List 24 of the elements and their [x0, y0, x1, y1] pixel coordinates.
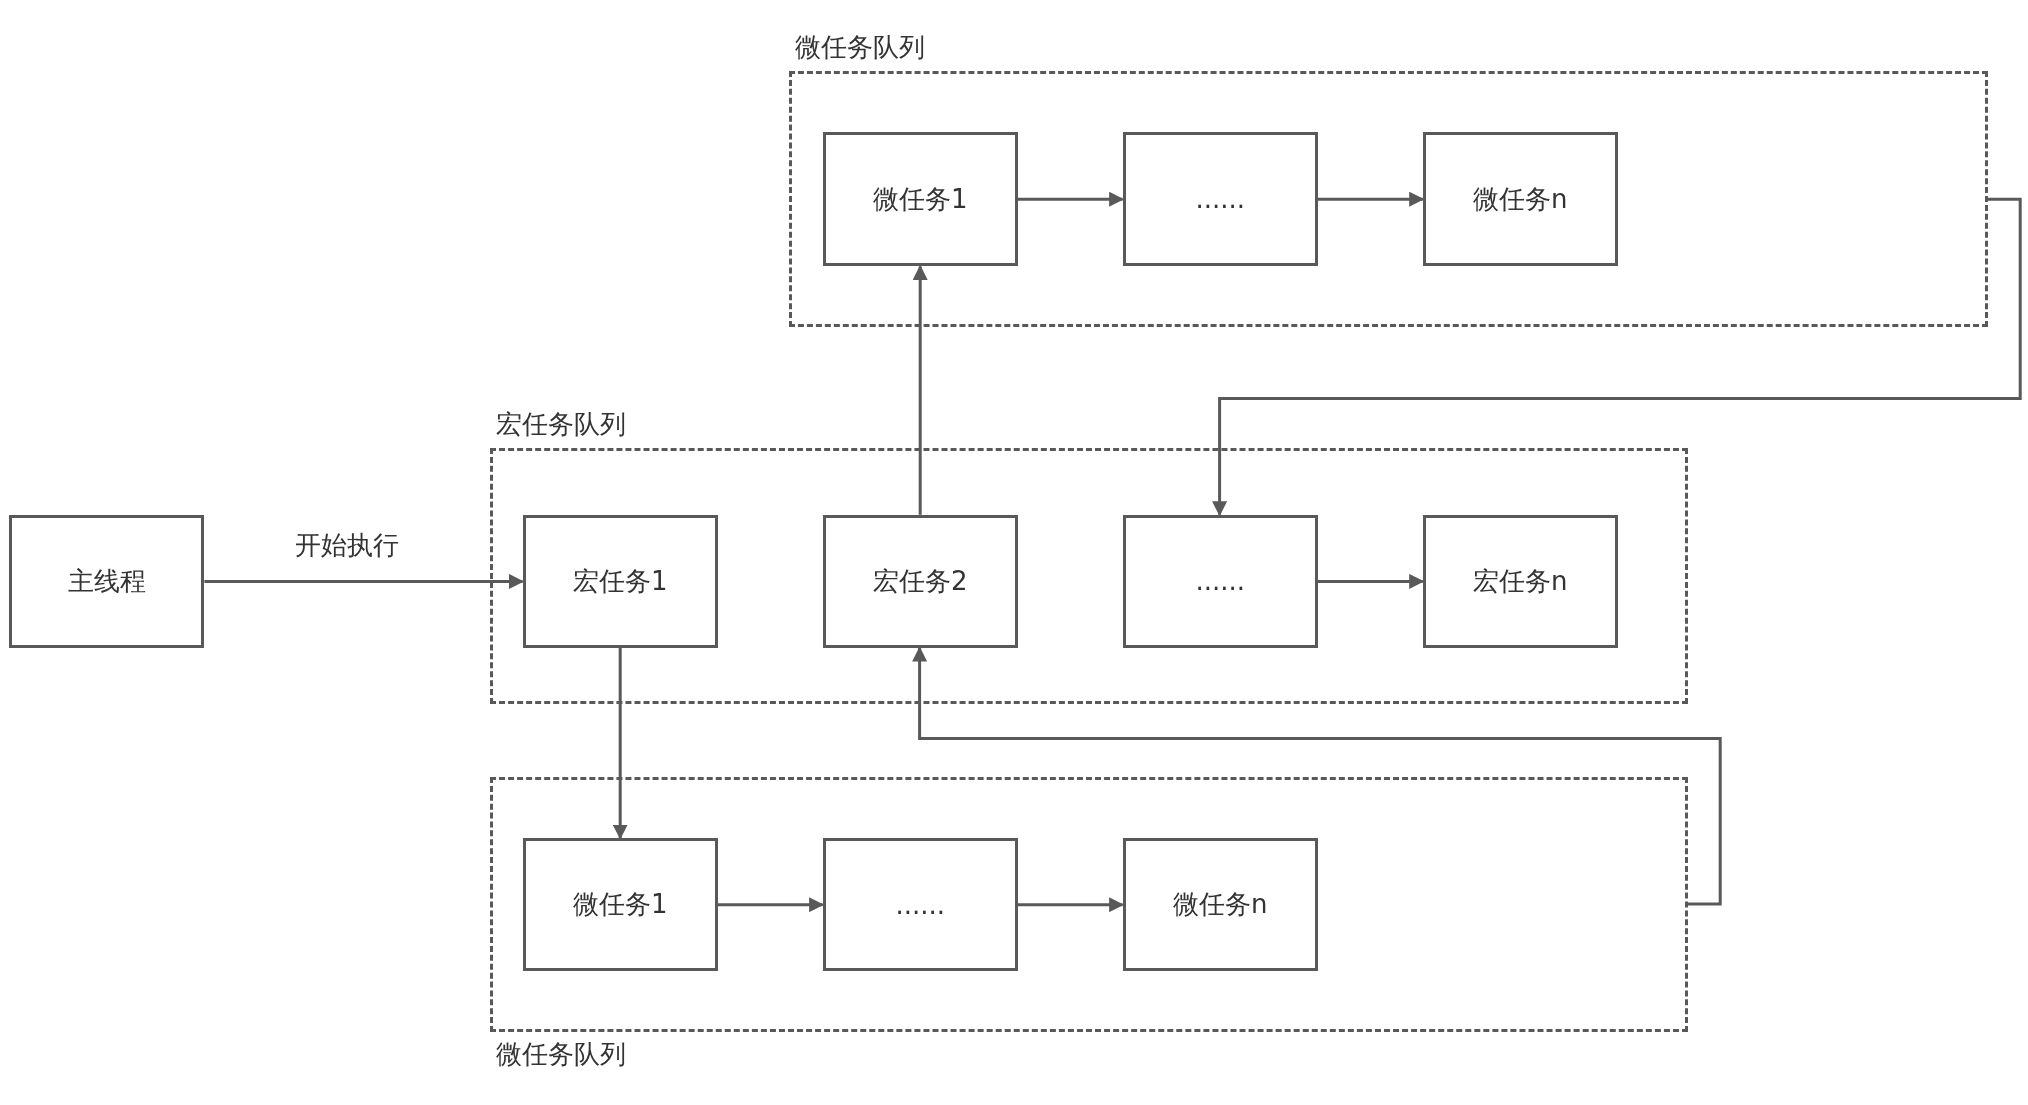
arrow: [1317, 191, 1425, 207]
arrow: [912, 646, 1722, 906]
task-box: 微任务n: [1422, 131, 1618, 267]
arrow: [1317, 573, 1425, 589]
arrow: [612, 648, 628, 840]
task-box: 宏任务2: [822, 514, 1018, 648]
task-box: 微任务n: [1122, 838, 1318, 972]
arrow: [204, 573, 524, 589]
arrow: [1212, 197, 2022, 517]
task-box: 微任务1: [522, 838, 718, 972]
task-box: 宏任务n: [1422, 514, 1618, 648]
task-box: ......: [1122, 514, 1318, 648]
arrow: [912, 264, 928, 515]
task-box: ......: [1122, 131, 1318, 267]
queue-title: 宏任务队列: [496, 407, 627, 441]
queue-title: 微任务队列: [794, 31, 925, 65]
arrow: [1017, 191, 1125, 207]
queue-title: 微任务队列: [496, 1038, 627, 1072]
task-box: 宏任务1: [522, 514, 718, 648]
arrow: [717, 897, 825, 913]
arrow: [1017, 897, 1125, 913]
task-box: 微任务1: [822, 131, 1018, 267]
task-box: ......: [822, 838, 1018, 972]
task-box: 主线程: [9, 514, 205, 648]
